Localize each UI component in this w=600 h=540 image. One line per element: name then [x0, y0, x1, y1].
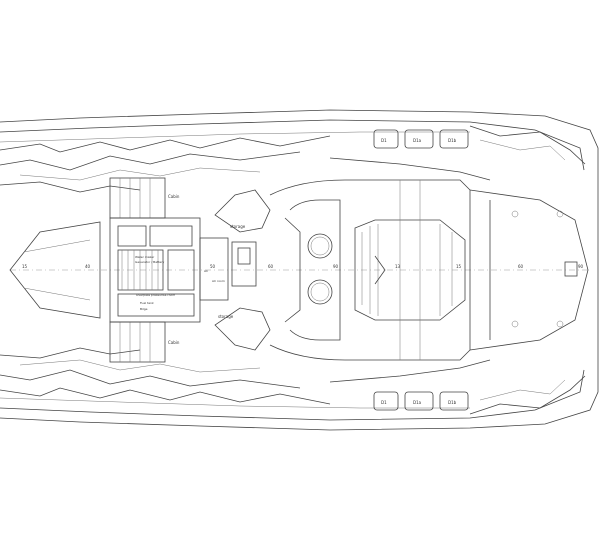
- label-panel-2: Generator / Battery: [135, 260, 164, 264]
- frame-9: 90: [578, 264, 584, 269]
- label-bulkhead-left: AC: [204, 269, 208, 273]
- lounge-seating: [354, 180, 466, 360]
- hatch-label-bottom-3: D1b: [448, 400, 457, 405]
- cockpit: [269, 179, 471, 361]
- hatches-bottom: [373, 391, 469, 411]
- frame-6: 13: [395, 264, 401, 269]
- hatch-label-top-3: D1b: [448, 138, 457, 143]
- label-storage-bottom: storage: [218, 314, 234, 319]
- stairs-bottom: [109, 321, 166, 363]
- frame-4: 60: [268, 264, 274, 269]
- label-panel-1: Water maker: [135, 255, 155, 259]
- stairs-top: [109, 177, 166, 219]
- label-cabin-top: Cabin: [168, 194, 180, 199]
- bow-deck: [9, 221, 101, 319]
- equipment-block: [109, 217, 257, 323]
- label-panel-5: Bilge: [140, 307, 148, 311]
- hull-outline: [0, 109, 599, 431]
- label-panel-3: Overpass pressurise room: [136, 293, 175, 297]
- frame-8: 60: [518, 264, 524, 269]
- frame-7: 15: [456, 264, 462, 269]
- frame-5: 90: [333, 264, 339, 269]
- side-styling-top: [0, 125, 586, 193]
- label-panel-4: Fuel tank: [140, 301, 154, 305]
- hatches-top: [373, 129, 469, 149]
- label-cabin-bottom: Cabin: [168, 340, 180, 345]
- hatch-label-bottom-2: D1a: [413, 400, 422, 405]
- side-styling-bottom: [0, 347, 586, 415]
- hatch-label-top-2: D1a: [413, 138, 422, 143]
- storage-wedges: [214, 189, 271, 351]
- frame-3: 50: [210, 264, 216, 269]
- hatch-label-bottom-1: D1: [381, 400, 387, 405]
- aft-deck: [469, 189, 589, 351]
- hatch-label-top-1: D1: [381, 138, 387, 143]
- label-storage-top: storage: [230, 224, 246, 229]
- frame-2: 40: [85, 264, 91, 269]
- frame-1: 15: [22, 264, 28, 269]
- label-bulkhead-right: AC room: [212, 279, 225, 283]
